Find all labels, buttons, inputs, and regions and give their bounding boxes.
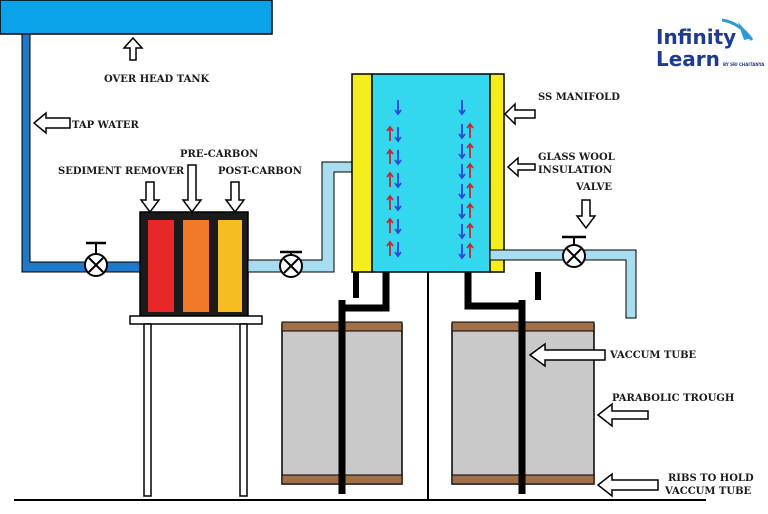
ss-manifold-arrow xyxy=(503,102,536,126)
overhead-tank xyxy=(0,0,273,35)
flow-arrow-up xyxy=(386,171,394,187)
flow-arrow-down xyxy=(458,184,466,200)
filter-stand-leg-left xyxy=(143,323,152,497)
valve-label: VALVE xyxy=(575,182,612,193)
flow-arrow-up xyxy=(466,202,474,218)
overhead-tank-label: OVER HEAD TANK xyxy=(104,74,209,85)
post-carbon-label: POST-CARBON xyxy=(218,166,302,177)
valve-arrow xyxy=(575,199,597,230)
glass-wool-label-line2: INSULATION xyxy=(538,165,612,176)
tap-water-pipe xyxy=(21,33,149,273)
vaccum-tube-arrow xyxy=(528,342,606,368)
flow-arrow-down xyxy=(394,127,402,143)
ribs-label-line2: VACCUM TUBE xyxy=(664,486,752,497)
glass-wool-arrow xyxy=(506,156,536,178)
flow-arrow-up xyxy=(466,242,474,258)
infinity-learn-logo: Infinity Learn BY SRI CHAITANYA xyxy=(656,18,765,71)
glass-wool-label-line1: GLASS WOOL xyxy=(538,152,615,163)
ss-manifold-label: SS MANIFOLD xyxy=(538,92,620,103)
logo-line2: Learn xyxy=(656,47,720,71)
ribs-label-line1: RIBS TO HOLD xyxy=(668,473,754,484)
flow-arrow-down xyxy=(458,100,466,116)
flow-arrow-down xyxy=(394,100,402,116)
pre-carbon-label: PRE-CARBON xyxy=(180,149,258,160)
outlet-valve[interactable] xyxy=(279,250,303,278)
flow-arrow-up xyxy=(386,148,394,164)
flow-arrow-down xyxy=(394,242,402,258)
flow-arrow-down xyxy=(458,204,466,220)
flow-arrow-down xyxy=(394,173,402,189)
sediment-remover-label: SEDIMENT REMOVER xyxy=(58,166,185,177)
glass-wool-insulation-right xyxy=(489,73,505,273)
filter-stand-top xyxy=(129,315,263,325)
flow-arrow-up xyxy=(386,240,394,256)
flow-arrow-up xyxy=(386,194,394,210)
flow-arrow-up xyxy=(386,125,394,141)
flow-arrow-up xyxy=(466,162,474,178)
overhead-tank-arrow xyxy=(122,36,144,61)
flow-arrow-down xyxy=(458,244,466,260)
flow-arrow-up xyxy=(386,217,394,233)
flow-arrow-down xyxy=(458,224,466,240)
pre-carbon-arrow xyxy=(181,164,203,214)
flow-arrow-down xyxy=(458,124,466,140)
filter-stand-leg-right xyxy=(239,323,248,497)
flow-arrow-down xyxy=(458,144,466,160)
logo-tagline: BY SRI CHAITANYA xyxy=(723,62,765,67)
flow-arrow-up xyxy=(466,182,474,198)
glass-wool-insulation-left xyxy=(351,73,373,273)
ss-manifold-tank xyxy=(371,73,491,273)
flow-arrow-down xyxy=(458,164,466,180)
logo-line1: Infinity xyxy=(656,25,736,49)
tap-water-label: TAP WATER xyxy=(72,120,140,131)
flow-arrow-down xyxy=(394,150,402,166)
flow-arrow-up xyxy=(466,122,474,138)
flow-arrow-up xyxy=(466,222,474,238)
flow-arrow-up xyxy=(466,142,474,158)
sediment-remover-cartridge xyxy=(148,220,174,312)
hot-water-outlet-pipe xyxy=(489,249,637,319)
pre-carbon-cartridge xyxy=(183,220,209,312)
flow-arrows xyxy=(386,100,474,260)
sediment-arrow xyxy=(139,181,161,214)
inlet-valve[interactable] xyxy=(84,241,108,277)
tap-water-arrow xyxy=(32,111,71,135)
ribs-arrow xyxy=(596,472,659,498)
post-carbon-cartridge xyxy=(218,220,242,312)
parabolic-trough-arrow xyxy=(596,402,649,428)
flow-arrow-down xyxy=(394,196,402,212)
hot-water-valve[interactable] xyxy=(562,235,586,268)
parabolic-trough-label: PARABOLIC TROUGH xyxy=(612,393,734,404)
post-carbon-arrow xyxy=(224,181,246,214)
flow-arrow-down xyxy=(394,219,402,235)
vaccum-tube-label: VACCUM TUBE xyxy=(609,350,697,361)
